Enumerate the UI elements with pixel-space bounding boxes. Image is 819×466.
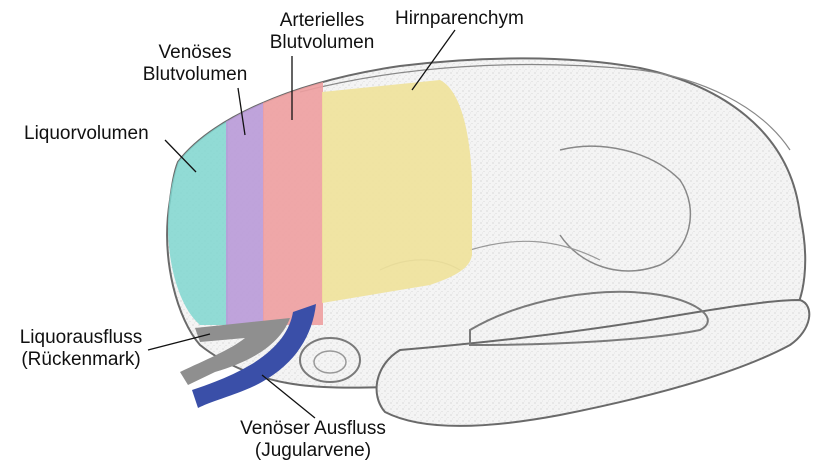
volume-compartments	[150, 60, 472, 325]
label-liquorausfluss-line1: Liquorausfluss	[6, 327, 156, 349]
compartment-venous-blood	[226, 60, 264, 325]
label-venoeses-line2: Blutvolumen	[133, 64, 257, 86]
label-arterielles-line1: Arterielles	[260, 10, 384, 32]
label-arterielles-line2: Blutvolumen	[260, 32, 384, 54]
label-liquorausfluss: Liquorausfluss (Rückenmark)	[6, 327, 156, 371]
label-arterielles-blutvolumen: Arterielles Blutvolumen	[260, 10, 384, 54]
label-hirnparenchym: Hirnparenchym	[395, 8, 524, 30]
label-venoeser-ausfluss-line2: (Jugularvene)	[218, 440, 408, 462]
label-venoeses-line1: Venöses	[133, 42, 257, 64]
label-liquorvolumen: Liquorvolumen	[24, 123, 149, 145]
label-venoeses-blutvolumen: Venöses Blutvolumen	[133, 42, 257, 86]
label-venoeser-ausfluss: Venöser Ausfluss (Jugularvene)	[218, 418, 408, 462]
label-venoeser-ausfluss-line1: Venöser Ausfluss	[218, 418, 408, 440]
label-liquorausfluss-line2: (Rückenmark)	[6, 349, 156, 371]
label-liquorvolumen-text: Liquorvolumen	[24, 123, 149, 145]
compartment-parenchyma	[322, 80, 472, 303]
compartment-liquor	[150, 60, 228, 325]
label-hirnparenchym-text: Hirnparenchym	[395, 8, 524, 30]
compartment-arterial-blood	[263, 60, 323, 325]
